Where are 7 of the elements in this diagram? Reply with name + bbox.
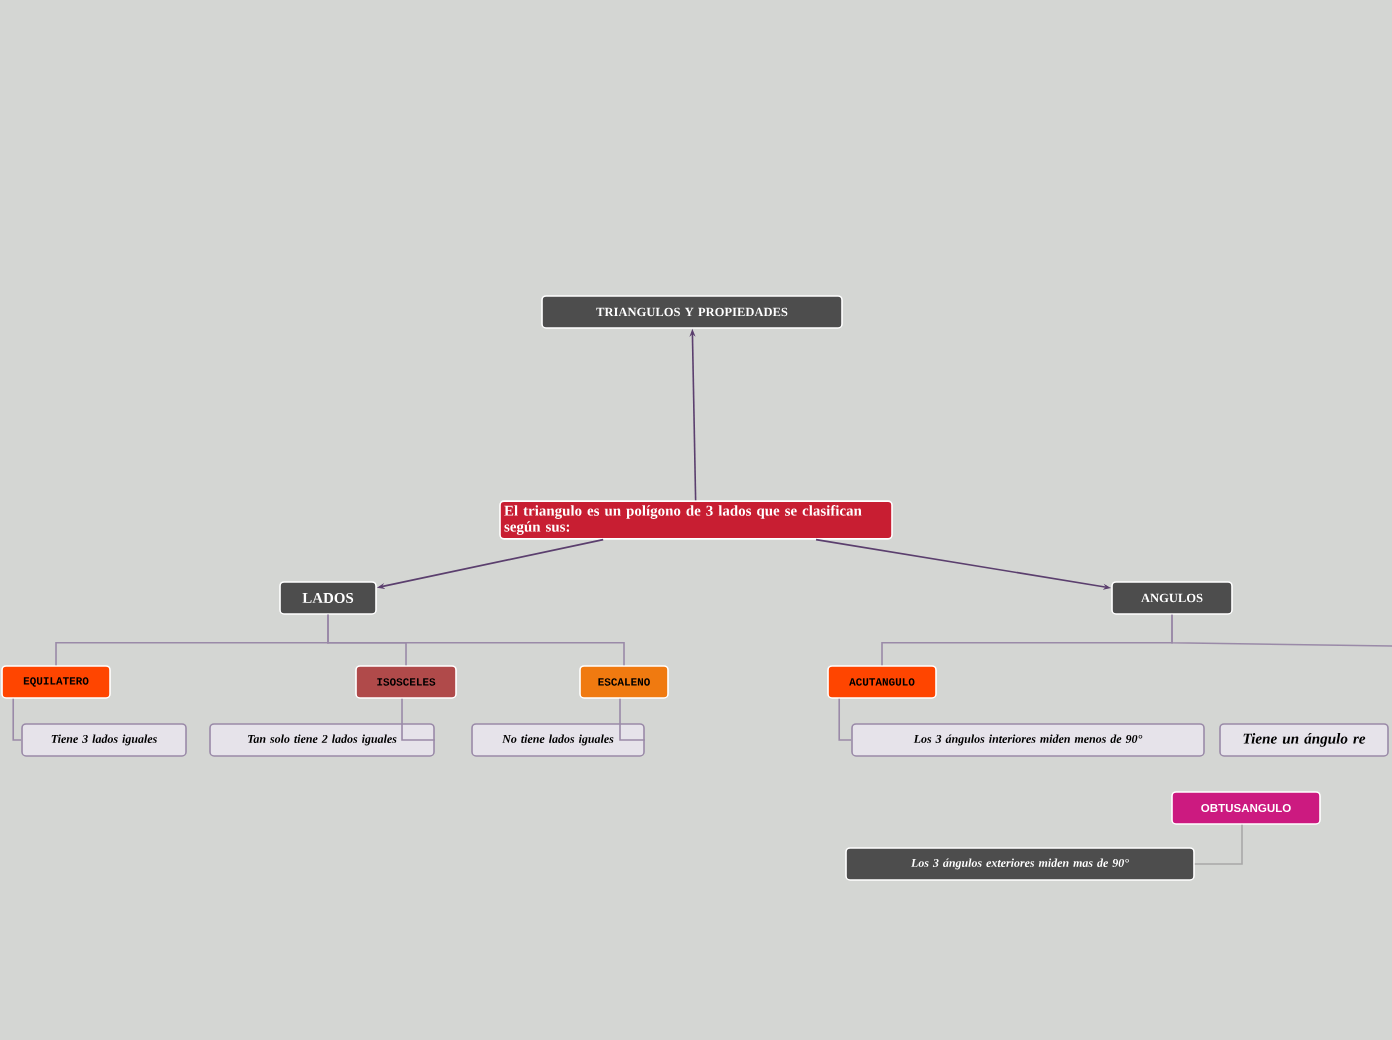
connector-line <box>619 697 646 741</box>
connector-line <box>327 613 625 666</box>
connector-line <box>1194 823 1243 865</box>
connector-line <box>838 697 852 741</box>
connector-line <box>12 697 22 741</box>
connector-line <box>1171 613 1392 647</box>
connector-line <box>401 697 436 741</box>
